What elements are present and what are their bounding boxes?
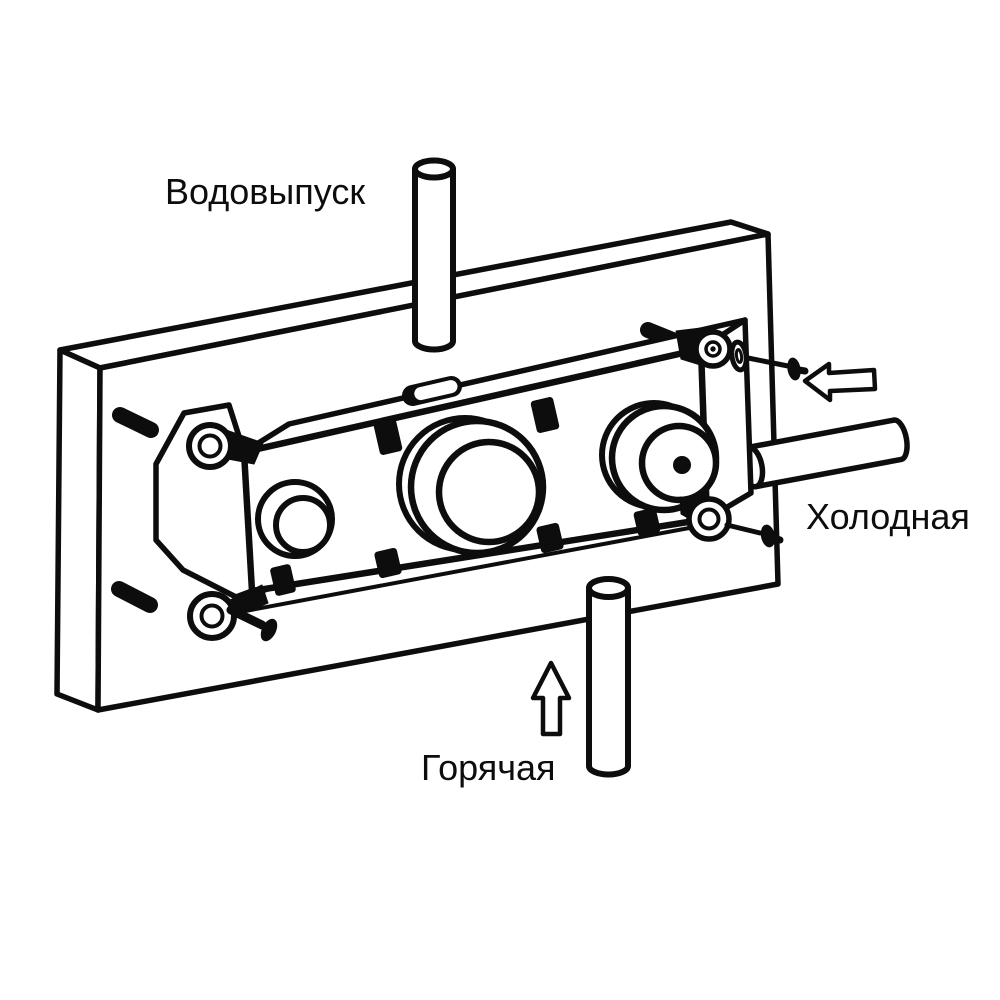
screw-shaft (724, 522, 763, 536)
bracket-rail-bottom (238, 524, 702, 614)
outlet-pipe-end (412, 157, 456, 181)
center-knob (396, 415, 547, 557)
bottom-tab-2 (374, 547, 402, 579)
ear-bolt (697, 507, 721, 531)
left-knob (255, 479, 335, 559)
anchor-dash-top-left-icon (112, 407, 159, 438)
bottom-tab-1 (270, 564, 296, 596)
left-knob-face (273, 495, 333, 555)
label-hot: Горячая (421, 747, 556, 788)
screw-head-stub (795, 366, 809, 375)
mount-ear-top-right (675, 327, 809, 381)
hot-pipe-body (586, 585, 631, 778)
right-dial-dot (673, 456, 691, 474)
bottom-tab-4 (633, 507, 661, 537)
cold-flow-arrow-left-icon (802, 361, 878, 403)
valve-assembly (153, 317, 809, 642)
hot-pipe-end (586, 576, 631, 600)
anchor-dash-bottom-left-icon (111, 581, 158, 613)
mount-ear-bottom-right (679, 496, 784, 548)
label-outlet: Водовыпуск (165, 171, 365, 212)
hot-pipe (586, 576, 631, 778)
mount-ear-top-left (186, 422, 264, 470)
mount-ear-bottom-left (187, 584, 278, 642)
ear-bolt (197, 433, 223, 459)
bottom-tab-3 (536, 522, 564, 554)
outlet-pipe (412, 157, 456, 353)
screw-shaft (745, 355, 791, 369)
hot-flow-arrow-up-icon (530, 660, 572, 737)
screw-shaft (226, 605, 267, 630)
rod-clip-left (373, 419, 403, 455)
screw-head-stub (770, 534, 784, 544)
screw-head (260, 618, 278, 642)
rod-clip-right (530, 397, 560, 433)
valve-top-slot (402, 376, 462, 406)
washer-hole (734, 348, 744, 364)
outlet-pipe-body (412, 166, 456, 353)
ear-bolt (199, 603, 225, 629)
slot-inner (414, 380, 458, 401)
ear-bolt-dot (710, 346, 716, 352)
right-dial (599, 400, 720, 514)
label-cold: Холодная (806, 496, 970, 537)
center-knob-face (435, 438, 543, 546)
wall-left-face (54, 347, 103, 713)
cold-pipe-body (745, 417, 910, 490)
